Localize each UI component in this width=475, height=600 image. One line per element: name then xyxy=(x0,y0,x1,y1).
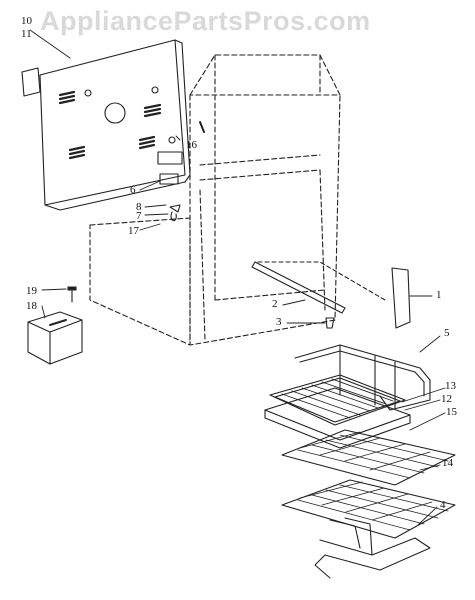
oven-frame xyxy=(189,54,341,346)
callout-7: 7 xyxy=(136,210,142,222)
clip-part xyxy=(169,204,181,213)
broil-element xyxy=(294,344,431,411)
fastener xyxy=(325,317,335,329)
drawer-rail xyxy=(251,261,386,314)
callout-4: 4 xyxy=(440,499,446,511)
callout-14: 14 xyxy=(442,457,453,469)
callout-12: 12 xyxy=(441,393,452,405)
sensor-part xyxy=(199,121,205,133)
callout-10: 10 xyxy=(21,15,32,27)
oven-rack-lower xyxy=(281,479,456,539)
bake-element xyxy=(314,517,431,579)
junction-box xyxy=(27,311,83,365)
cover-plate xyxy=(21,67,41,97)
watermark: AppliancePartsPros.com xyxy=(40,6,371,36)
leader-lines xyxy=(29,29,446,526)
spring-clip xyxy=(170,211,177,222)
side-bracket xyxy=(391,267,411,329)
callout-1: 1 xyxy=(436,289,442,301)
callout-16: 16 xyxy=(186,139,197,151)
oven-rack-upper xyxy=(281,429,456,486)
screw xyxy=(67,286,77,303)
back-panel xyxy=(39,39,191,211)
callout-3: 3 xyxy=(276,316,282,328)
callout-2: 2 xyxy=(272,298,278,310)
callout-15: 15 xyxy=(446,406,457,418)
vent-grille xyxy=(58,90,162,160)
callout-19: 19 xyxy=(26,285,37,297)
callout-17: 17 xyxy=(128,225,139,237)
bracket xyxy=(159,173,179,185)
terminal-block xyxy=(157,151,183,165)
callout-5: 5 xyxy=(444,327,450,339)
callout-11: 11 xyxy=(21,28,32,40)
vent-hole-icon xyxy=(104,102,126,124)
callout-6: 6 xyxy=(130,184,136,196)
callout-18: 18 xyxy=(26,300,37,312)
callout-8: 8 xyxy=(136,201,142,213)
broil-pan xyxy=(264,374,411,449)
front-panel xyxy=(89,217,191,346)
callout-13: 13 xyxy=(445,380,456,392)
